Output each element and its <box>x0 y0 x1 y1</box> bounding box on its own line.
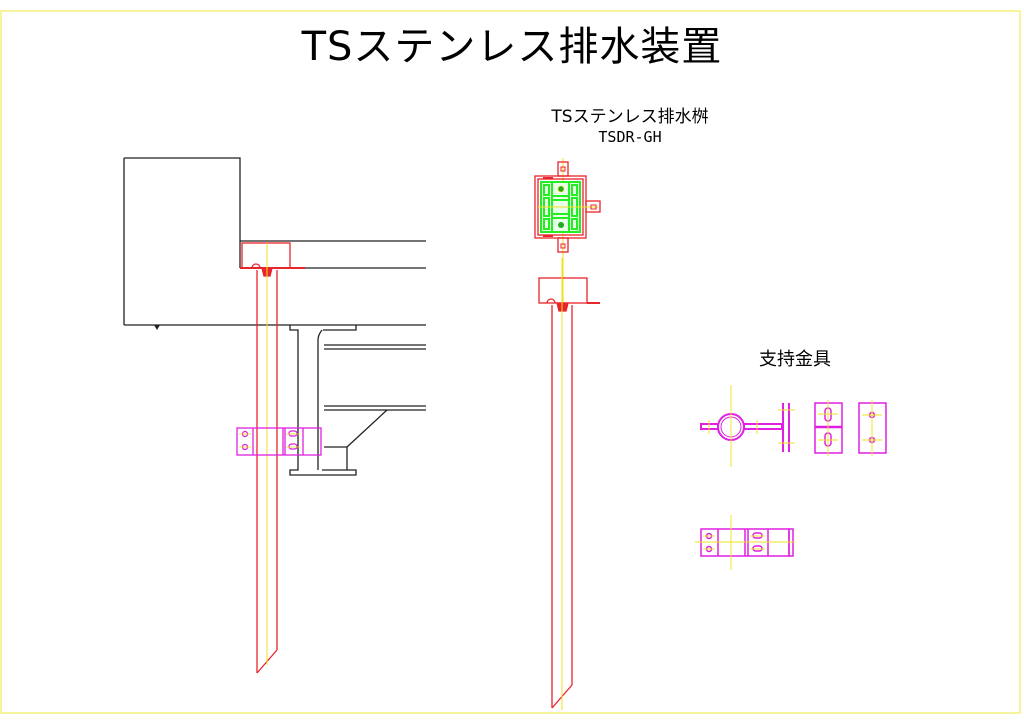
section-view <box>123 157 426 674</box>
support-fittings-label: 支持金具 <box>759 349 831 370</box>
sheet-frame <box>0 10 1021 714</box>
steel-beam <box>289 325 426 476</box>
drawing-title: TSステンレス排水装置 <box>301 24 723 70</box>
front-view <box>538 258 600 710</box>
drain-basin-section <box>240 242 305 674</box>
slotted-plate <box>814 402 843 454</box>
plan-view <box>534 158 601 305</box>
concrete-wall <box>123 157 426 326</box>
level-marker-icon <box>154 325 160 330</box>
bracket-centerlines <box>239 433 300 448</box>
pipe-clamp <box>700 403 790 452</box>
product-name-label: TSステンレス排水桝 <box>551 107 709 127</box>
product-model-label: TSDR-GH <box>598 128 662 146</box>
round-hole-plate <box>858 402 887 454</box>
bracket-assembly <box>700 528 794 557</box>
support-bracket-section <box>236 427 322 456</box>
grate-bolt <box>558 222 564 228</box>
grate-bolt <box>557 185 565 193</box>
support-fittings <box>695 385 887 570</box>
